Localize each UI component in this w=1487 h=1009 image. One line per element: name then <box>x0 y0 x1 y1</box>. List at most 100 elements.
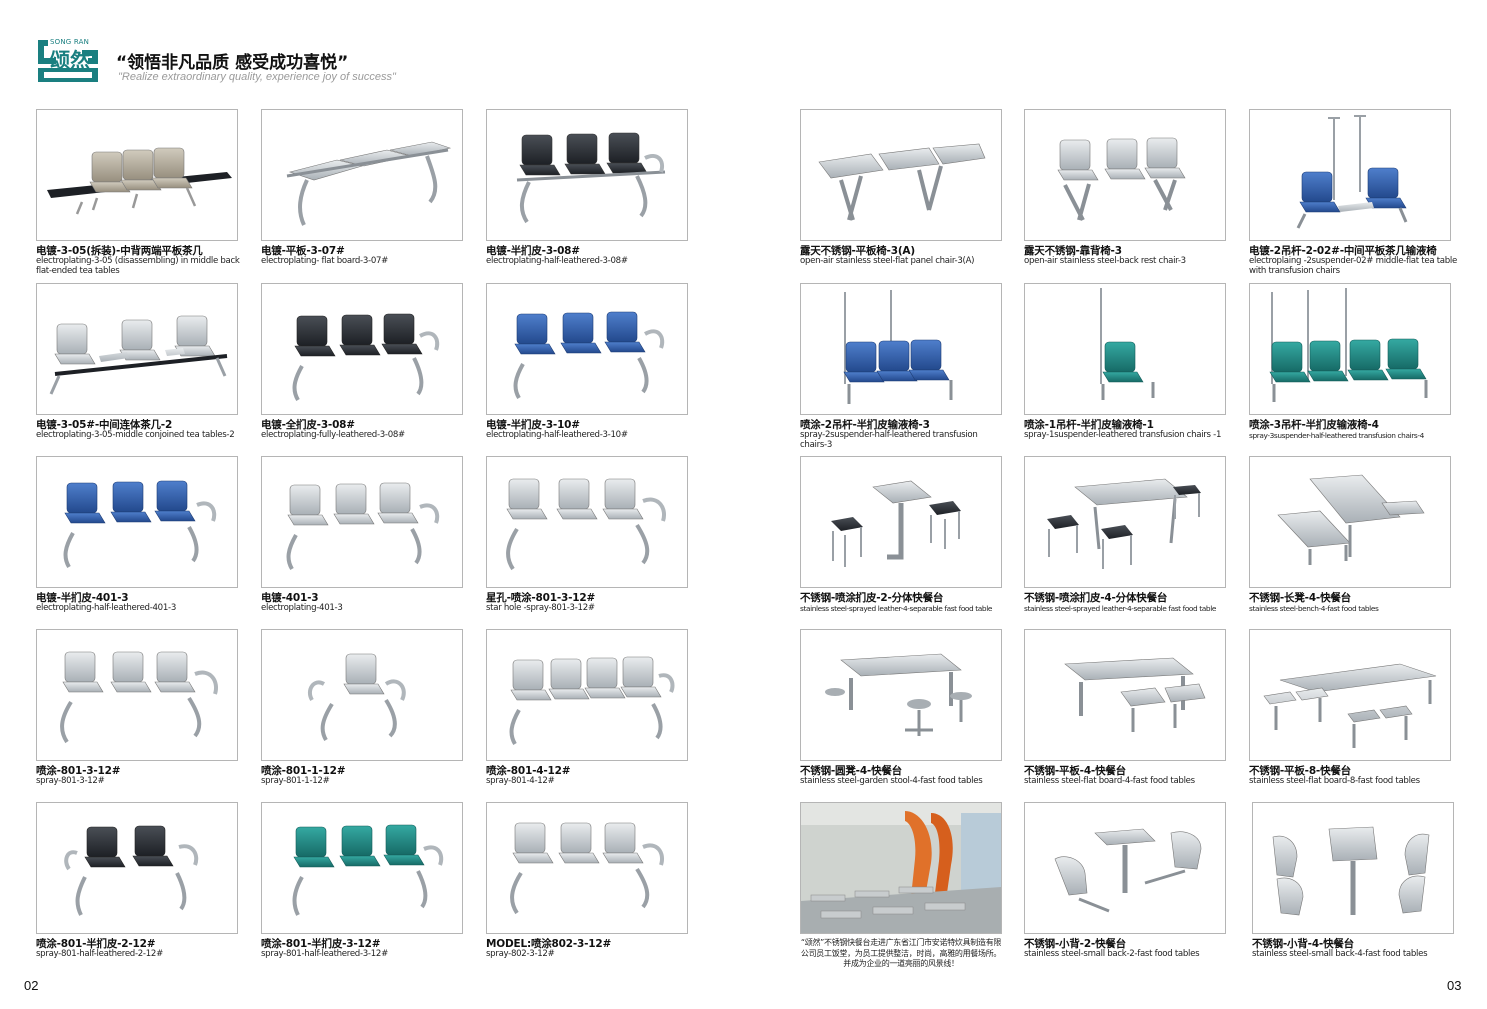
product-card[interactable]: 喷涂-1吊杆-半扪皮输液椅-1 spray-1suspender-leather… <box>1024 283 1226 441</box>
brand-name-en: SONG RAN <box>50 38 90 46</box>
product-name-cn: 电镀-401-3 <box>261 592 319 604</box>
product-card[interactable]: 电镀-平板-3-07# electroplating- flat board-3… <box>261 109 463 267</box>
product-card[interactable]: 不锈钢-小背-4-快餐台 stainless steel-small back-… <box>1252 802 1454 960</box>
product-name-cn: 喷涂-1吊杆-半扪皮输液椅-1 <box>1024 419 1154 431</box>
product-name-cn: 电镀-3-05(拆装)-中背两端平板茶几 <box>36 245 203 257</box>
product-name-cn: 不锈钢-长凳-4-快餐台 <box>1249 592 1351 604</box>
product-name-cn: 电镀-平板-3-07# <box>261 245 345 257</box>
product-image <box>1024 802 1226 934</box>
product-card[interactable]: 喷涂-801-3-12# spray-801-3-12# <box>36 629 238 787</box>
product-name-en: electroplating-half-leathered-401-3 <box>36 603 176 613</box>
product-name-cn: 喷涂-801-3-12# <box>36 765 121 777</box>
product-image <box>1024 629 1226 761</box>
product-name-en: star hole -spray-801-3-12# <box>486 603 595 613</box>
product-name-cn: 电镀-半扪皮-3-08# <box>486 245 580 257</box>
product-card[interactable]: 电镀-半扪皮-3-10# electroplating-half-leather… <box>486 283 688 441</box>
product-name-en: spray-801-half-leathered-2-12# <box>36 949 163 959</box>
product-image <box>800 456 1002 588</box>
product-name-cn: 不锈钢-平板-8-快餐台 <box>1249 765 1351 777</box>
product-image <box>1249 456 1451 588</box>
product-card[interactable]: 喷涂-3吊杆-半扪皮输液椅-4 spray-3suspender-half-le… <box>1249 283 1451 441</box>
product-image <box>36 456 238 588</box>
product-card[interactable]: 电镀-半扪皮-3-08# electroplating-half-leather… <box>486 109 688 267</box>
product-image <box>1024 109 1226 241</box>
product-name-en: electroplating-3-05-middle conjoined tea… <box>36 430 235 440</box>
product-image <box>486 109 688 241</box>
product-image <box>800 629 1002 761</box>
product-image <box>261 629 463 761</box>
product-name-cn: 不锈钢-小背-4-快餐台 <box>1252 938 1354 950</box>
product-name-cn: 喷涂-3吊杆-半扪皮输液椅-4 <box>1249 419 1379 431</box>
product-card[interactable]: 不锈钢-小背-2-快餐台 stainless steel-small back-… <box>1024 802 1226 960</box>
product-card[interactable]: 电镀-全扪皮-3-08# electroplating-fully-leathe… <box>261 283 463 441</box>
product-name-en: electroplating-401-3 <box>261 603 343 613</box>
product-card[interactable]: 电镀-半扪皮-401-3 electroplating-half-leather… <box>36 456 238 614</box>
product-card[interactable]: 露天不锈钢-平板椅-3(A) open-air stainless steel-… <box>800 109 1002 267</box>
product-image <box>36 802 238 934</box>
product-name-en: stainless steel-sprayed leather-4-separa… <box>800 604 993 613</box>
product-card[interactable]: 不锈钢-喷涂扪皮-2-分体快餐台 stainless steel-sprayed… <box>800 456 1002 614</box>
product-card[interactable]: 星孔-喷涂-801-3-12# star hole -spray-801-3-1… <box>486 456 688 614</box>
product-name-cn: 电镀-全扪皮-3-08# <box>261 419 355 431</box>
brand-logo: SONG RAN 颂然 <box>36 38 100 84</box>
product-image <box>486 283 688 415</box>
product-card[interactable]: 不锈钢-平板-8-快餐台 stainless steel-flat board-… <box>1249 629 1451 787</box>
product-image <box>1024 283 1226 415</box>
product-card[interactable]: 不锈钢-圆凳-4-快餐台 stainless steel-garden stoo… <box>800 629 1002 787</box>
product-card[interactable]: 喷涂-801-4-12# spray-801-4-12# <box>486 629 688 787</box>
product-image <box>1249 629 1451 761</box>
product-name-en: spray-801-half-leathered-3-12# <box>261 949 388 959</box>
product-name-cn: 露天不锈钢-平板椅-3(A) <box>800 245 915 257</box>
canteen-photo-caption: “颂然”不锈钢快餐台走进广东省江门市安诺特炊具制造有限公司员工饭堂，为员工提供整… <box>800 938 1002 968</box>
product-image <box>36 629 238 761</box>
product-image <box>1024 456 1226 588</box>
canteen-photo-card[interactable]: “颂然”不锈钢快餐台走进广东省江门市安诺特炊具制造有限公司员工饭堂，为员工提供整… <box>800 802 1002 970</box>
product-card[interactable]: 不锈钢-平板-4-快餐台 stainless steel-flat board-… <box>1024 629 1226 787</box>
product-card[interactable]: 喷涂-801-半扪皮-3-12# spray-801-half-leathere… <box>261 802 463 960</box>
product-image <box>261 456 463 588</box>
product-card[interactable]: 露天不锈钢-靠背椅-3 open-air stainless steel-bac… <box>1024 109 1226 267</box>
product-name-en: electroplating- flat board-3-07# <box>261 256 389 266</box>
product-card[interactable]: 喷涂-2吊杆-半扪皮输液椅-3 spray-2suspender-half-le… <box>800 283 1002 450</box>
product-card[interactable]: 电镀-3-05(拆装)-中背两端平板茶几 electroplating-3-05… <box>36 109 240 276</box>
product-image <box>261 109 463 241</box>
product-name-en: electroplaing -2suspender-02# middle-fla… <box>1249 256 1457 276</box>
product-name-en: electroplating-3-05 (disassembling) in m… <box>36 256 240 276</box>
product-name-en: stainless steel-flat board-4-fast food t… <box>1024 776 1195 786</box>
product-name-cn: 不锈钢-圆凳-4-快餐台 <box>800 765 902 777</box>
product-image <box>36 283 238 415</box>
product-name-cn: 喷涂-801-1-12# <box>261 765 346 777</box>
product-image <box>486 629 688 761</box>
product-name-cn: 喷涂-801-半扪皮-3-12# <box>261 938 381 950</box>
product-name-en: stainless steel-garden stool-4-fast food… <box>800 776 983 786</box>
product-name-en: stainless steel-small back-2-fast food t… <box>1024 949 1200 959</box>
product-card[interactable]: 不锈钢-喷涂扪皮-4-分体快餐台 stainless steel-sprayed… <box>1024 456 1226 614</box>
product-image <box>486 456 688 588</box>
product-name-cn: 不锈钢-平板-4-快餐台 <box>1024 765 1126 777</box>
product-name-en: electroplating-half-leathered-3-08# <box>486 256 628 266</box>
slogan-chinese: “领悟非凡品质 感受成功喜悦” <box>116 53 349 73</box>
brand-name-cn: 颂然 <box>50 48 90 72</box>
product-name-en: stainless steel-bench-4-fast food tables <box>1249 604 1379 613</box>
product-name-cn: 喷涂-2吊杆-半扪皮输液椅-3 <box>800 419 930 431</box>
product-name-en: spray-801-4-12# <box>486 776 555 786</box>
product-name-cn: MODEL:喷涂802-3-12# <box>486 938 612 950</box>
product-name-en: electroplating-fully-leathered-3-08# <box>261 430 405 440</box>
product-card[interactable]: MODEL:喷涂802-3-12# spray-802-3-12# <box>486 802 688 960</box>
product-name-cn: 星孔-喷涂-801-3-12# <box>486 592 596 604</box>
product-image <box>1252 802 1454 934</box>
product-card[interactable]: 喷涂-801-1-12# spray-801-1-12# <box>261 629 463 787</box>
product-name-en: open-air stainless steel-back rest chair… <box>1024 256 1186 266</box>
product-name-en: spray-802-3-12# <box>486 949 555 959</box>
product-card[interactable]: 不锈钢-长凳-4-快餐台 stainless steel-bench-4-fas… <box>1249 456 1451 614</box>
product-card[interactable]: 喷涂-801-半扪皮-2-12# spray-801-half-leathere… <box>36 802 238 960</box>
product-name-en: spray-801-3-12# <box>36 776 105 786</box>
product-name-cn: 电镀-2吊杆-2-02#-中间平板茶几输液椅 <box>1249 245 1437 257</box>
product-name-en: spray-801-1-12# <box>261 776 330 786</box>
slogan-english: "Realize extraordinary quality, experien… <box>118 71 396 83</box>
product-card[interactable]: 电镀-2吊杆-2-02#-中间平板茶几输液椅 electroplaing -2s… <box>1249 109 1457 276</box>
product-name-cn: 喷涂-801-4-12# <box>486 765 571 777</box>
product-name-en: stainless steel-small back-4-fast food t… <box>1252 949 1428 959</box>
product-card[interactable]: 电镀-3-05#-中间连体茶几-2 electroplating-3-05-mi… <box>36 283 238 441</box>
product-card[interactable]: 电镀-401-3 electroplating-401-3 <box>261 456 463 614</box>
